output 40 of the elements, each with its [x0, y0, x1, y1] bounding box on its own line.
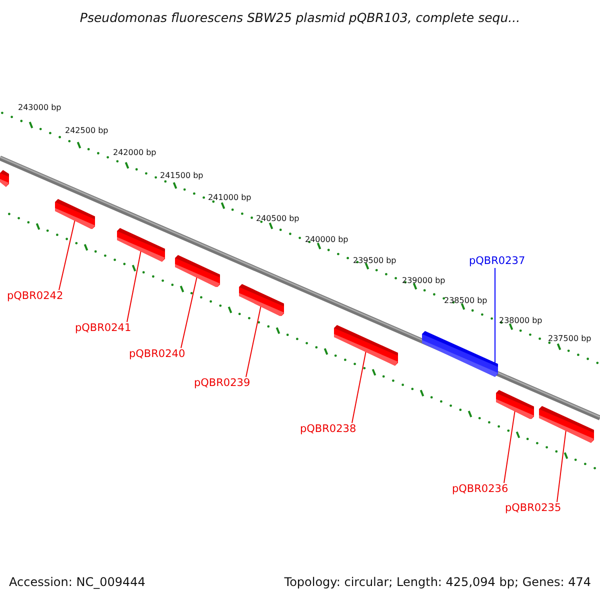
leader-line — [58, 219, 76, 290]
scale-label: 239500 bp — [353, 256, 396, 266]
scale-label: 237500 bp — [548, 334, 592, 344]
gene-label: pQBR0241 — [75, 322, 132, 335]
gene-bar — [117, 228, 165, 262]
leader-line — [494, 268, 496, 364]
leader-line — [352, 350, 366, 424]
gene-label: pQBR0236 — [452, 483, 508, 496]
gene-label: pQBR0240 — [129, 348, 186, 361]
gene-bar — [175, 255, 220, 288]
gene-label: pQBR0238 — [300, 423, 356, 436]
accession-text: Accession: NC_009444 — [9, 575, 146, 589]
scale-label: 240500 bp — [256, 214, 300, 224]
scale-label: 243000 bp — [18, 103, 62, 113]
gene-bar — [422, 331, 498, 377]
scale-label: 242500 bp — [65, 126, 108, 136]
leader-line — [180, 276, 198, 348]
gene-bar — [334, 325, 398, 366]
gene-label: pQBR0239 — [194, 377, 250, 390]
leader-line — [246, 305, 262, 378]
gene-label: pQBR0235 — [505, 502, 562, 515]
gene-bar — [55, 199, 95, 230]
gene-bar — [539, 406, 594, 443]
gene-label: pQBR0242 — [7, 290, 64, 303]
scale-label: 238500 bp — [444, 296, 488, 306]
leader-line — [126, 250, 142, 322]
scale-label: 241000 bp — [208, 193, 252, 203]
summary-text: Topology: circular; Length: 425,094 bp; Genes: 474 — [284, 575, 591, 589]
gene-bar — [239, 284, 284, 316]
leader-line — [504, 410, 516, 484]
gene-bar — [0, 170, 9, 187]
scale-label: 239000 bp — [402, 276, 446, 286]
diagram-title: Pseudomonas fluorescens SBW25 plasmid pQBR103, complete sequ... — [78, 10, 522, 25]
leader-line — [556, 429, 566, 502]
gene-bar — [496, 390, 534, 420]
scale-label: 242000 bp — [113, 148, 156, 158]
scale-label: 240000 bp — [305, 235, 348, 245]
scale-label: 238000 bp — [499, 316, 542, 326]
scale-label: 241500 bp — [160, 171, 204, 181]
gene-label: pQBR0237 — [469, 255, 526, 268]
